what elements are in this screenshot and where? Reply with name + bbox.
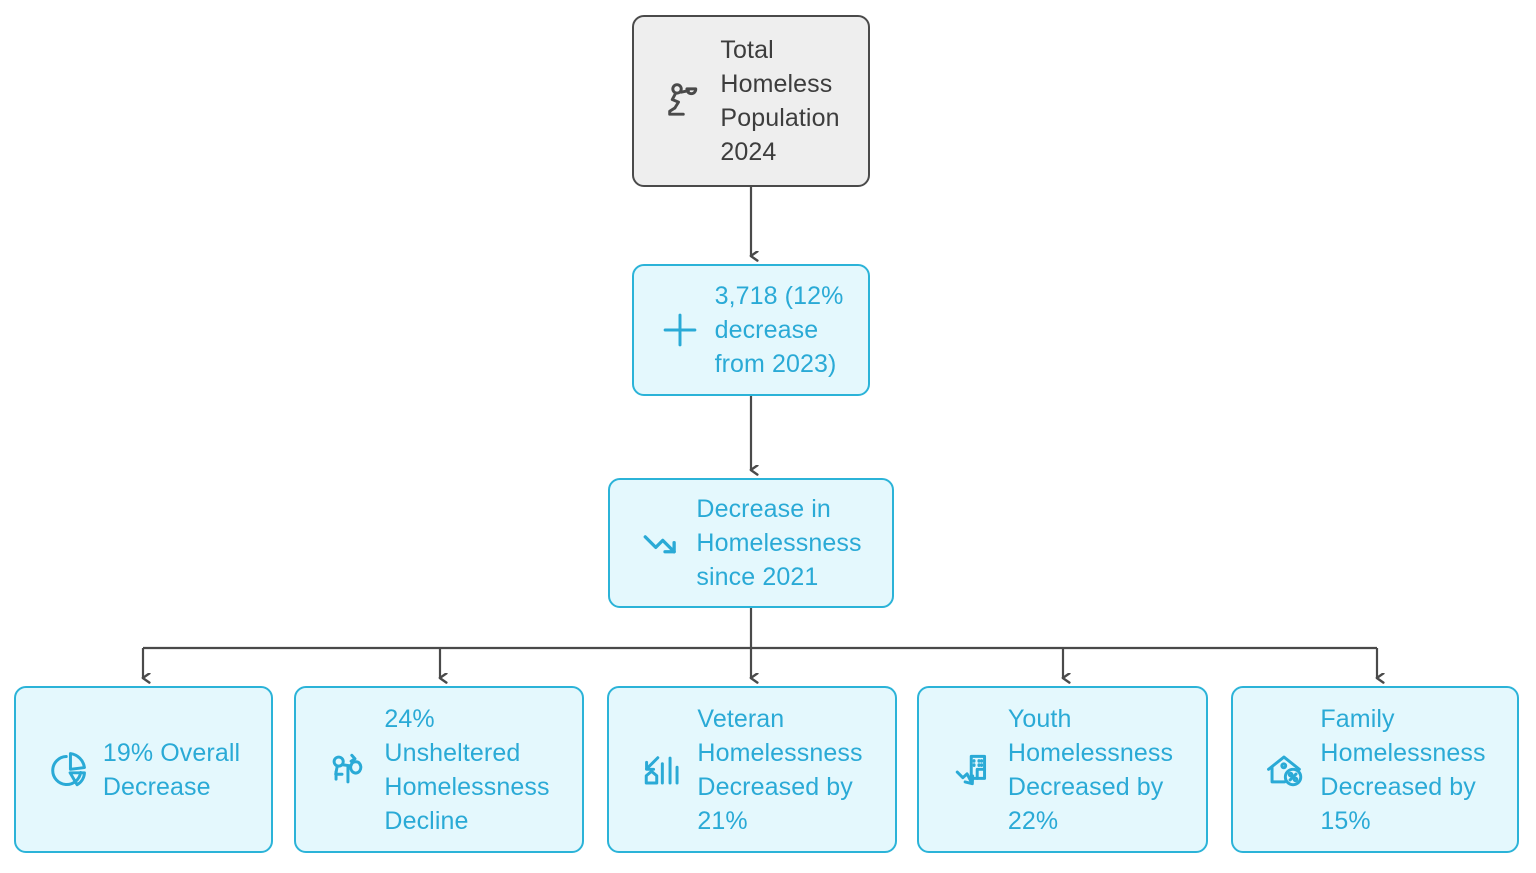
node-youth-homelessness[interactable]: Youth Homelessness Decreased by 22%	[917, 686, 1208, 853]
person-with-bindle-icon	[328, 749, 370, 791]
node-unsheltered-decline[interactable]: 24% Unsheltered Homelessness Decline	[294, 686, 584, 853]
bar-chart-down-house-icon	[641, 749, 683, 791]
node-label: Family Homelessness Decreased by 15%	[1320, 704, 1486, 835]
node-label: 24% Unsheltered Homelessness Decline	[384, 704, 550, 835]
node-label: Youth Homelessness Decreased by 22%	[1007, 704, 1174, 835]
node-veteran-homelessness[interactable]: Veteran Homelessness Decreased by 21%	[607, 686, 897, 853]
node-label: 3,718 (12% decrease from 2023)	[714, 282, 844, 378]
plus-icon	[659, 309, 701, 351]
pie-chart-icon	[47, 749, 89, 791]
node-label: Total Homeless Population 2024	[720, 36, 840, 166]
node-label: 19% Overall Decrease	[102, 738, 241, 801]
node-family-homelessness[interactable]: Family Homelessness Decreased by 15%	[1231, 686, 1519, 853]
node-label: Veteran Homelessness Decreased by 21%	[697, 704, 863, 835]
node-total-homeless-population[interactable]: Total Homeless Population 2024	[632, 15, 870, 187]
house-percent-icon	[1264, 749, 1306, 791]
building-down-arrow-icon	[952, 749, 994, 791]
node-total-count-2024[interactable]: 3,718 (12% decrease from 2023)	[632, 264, 870, 396]
node-overall-decrease[interactable]: 19% Overall Decrease	[14, 686, 273, 853]
node-decrease-since-2021[interactable]: Decrease in Homelessness since 2021	[608, 478, 894, 608]
person-begging-icon	[662, 79, 706, 123]
node-label: Decrease in Homelessness since 2021	[696, 495, 862, 591]
trend-down-arrow-icon	[640, 522, 682, 564]
